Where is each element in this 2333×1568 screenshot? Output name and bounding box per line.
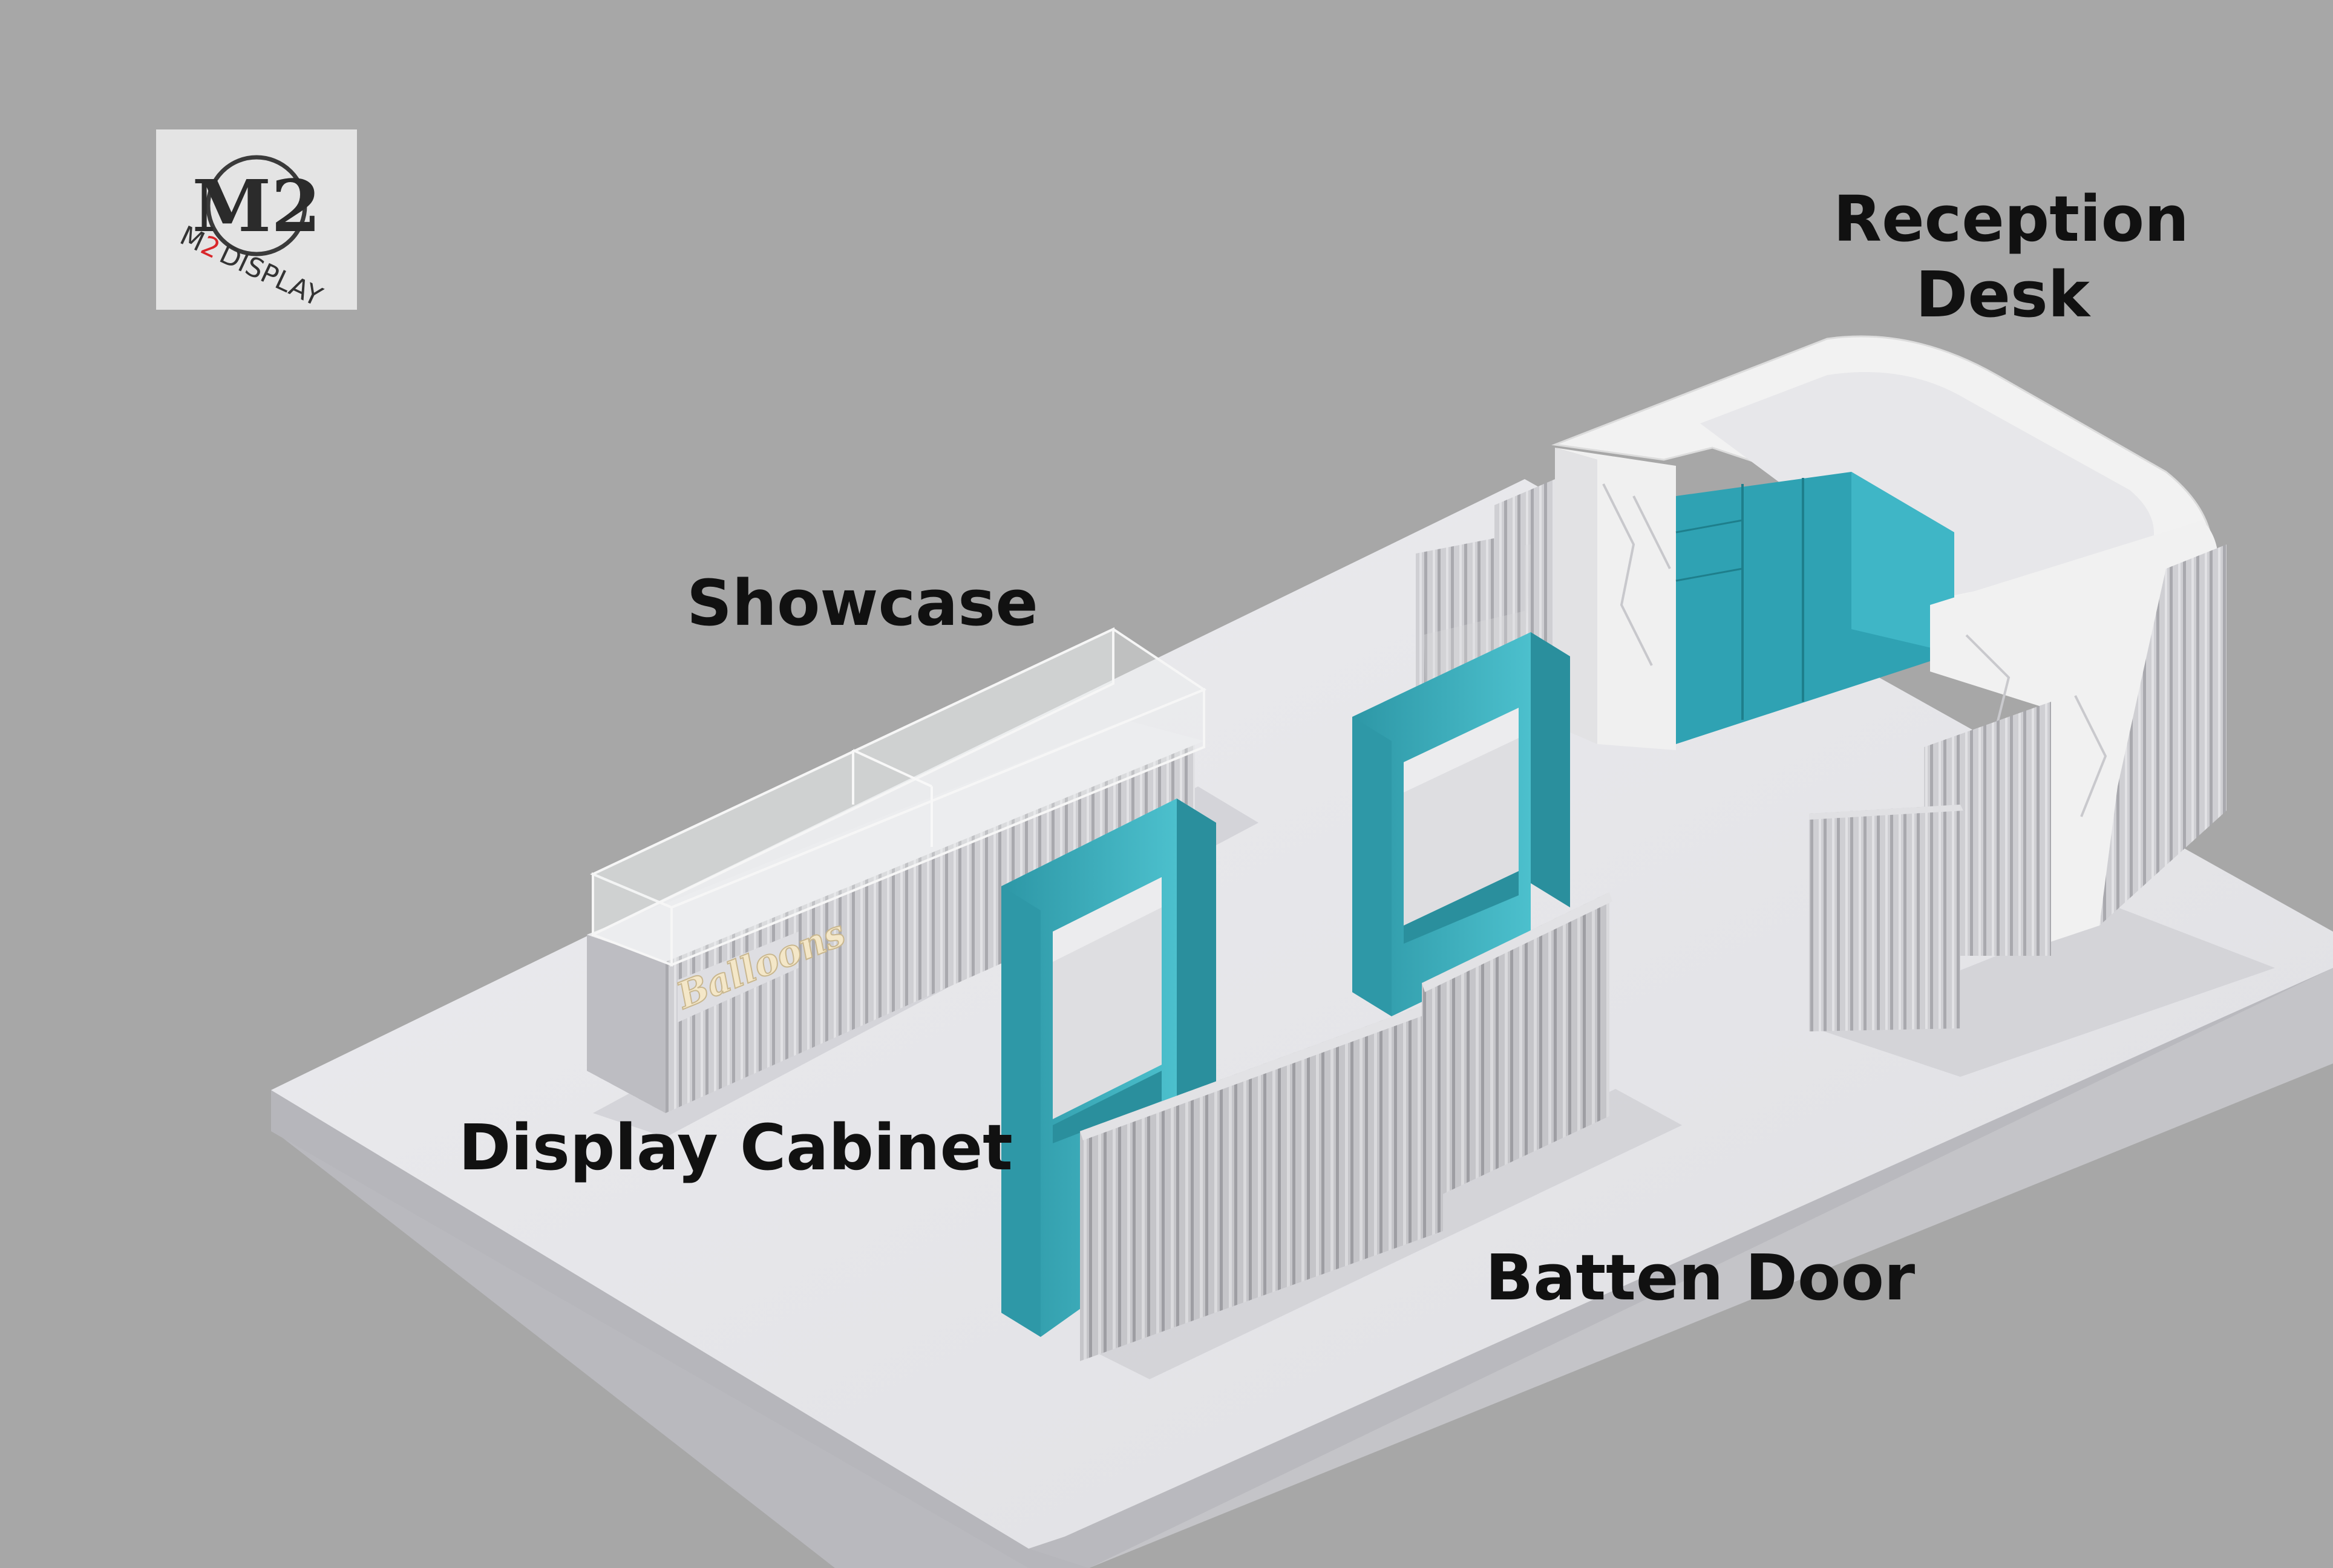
reception-desk-label-line2: Desk: [1916, 257, 2090, 332]
showcase: Balloons: [587, 627, 1207, 1113]
reception-batten-panel: [1809, 805, 1963, 1031]
reception-desk: [1416, 335, 2227, 956]
display-cabinet-label: Display Cabinet: [459, 1111, 1013, 1184]
m2-display-logo: M2 M2DISPLAY: [156, 129, 357, 310]
reception-desk-label-line1: Reception: [1833, 182, 2190, 256]
batten-door-front: [1080, 998, 1446, 1361]
batten-door-label: Batten Door: [1485, 1241, 1916, 1315]
batten-door-back: [1422, 892, 1612, 1204]
back-batten-panel: [1422, 532, 1525, 635]
reception-desk-label: Reception Desk: [1833, 181, 2190, 333]
display-cabinet-right: [1352, 632, 1570, 1016]
logo-wordmark-suffix: DISPLAY: [215, 238, 327, 310]
showcase-label: Showcase: [687, 566, 1038, 640]
floor-platform: [271, 479, 2333, 1568]
m2-logo-icon: M2 M2DISPLAY: [175, 155, 327, 310]
logo-monogram: M2: [192, 164, 321, 248]
